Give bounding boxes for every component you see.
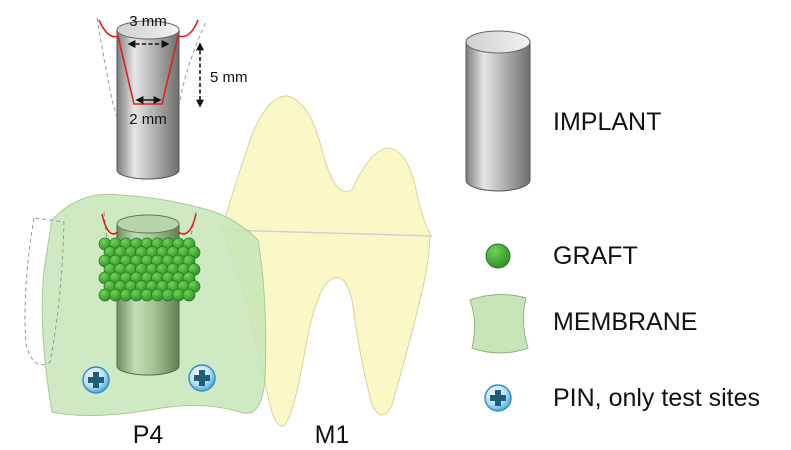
m1-tooth xyxy=(221,95,431,427)
legend-implant-swatch xyxy=(465,30,531,192)
graft-cluster xyxy=(98,237,201,302)
legend: IMPLANT GRAFT MEMBRANE PIN, only test si… xyxy=(465,30,760,412)
legend-implant-label: IMPLANT xyxy=(553,108,661,136)
legend-pin-label: PIN, only test sites xyxy=(553,384,760,412)
m1-label: M1 xyxy=(315,421,350,449)
p4-label: P4 xyxy=(133,421,164,449)
top-implant-cap xyxy=(116,20,180,40)
p4-root-outline xyxy=(24,217,65,366)
top-implant-group: 3 mm 2 mm 5 mm xyxy=(96,13,248,180)
legend-graft-swatch xyxy=(485,243,511,269)
p4-implant-cap xyxy=(116,214,180,234)
bottom-width-label: 2 mm xyxy=(129,111,167,128)
m1-crown-line xyxy=(224,229,433,237)
p4-defect-outline xyxy=(101,213,197,235)
depth-label: 5 mm xyxy=(210,69,248,86)
legend-membrane-swatch xyxy=(469,294,529,354)
legend-pin-swatch xyxy=(484,384,512,412)
p4-implant-group xyxy=(98,211,201,376)
pin-left xyxy=(82,366,110,394)
top-width-label: 3 mm xyxy=(129,13,167,30)
top-defect-outline xyxy=(98,19,199,105)
legend-membrane-label: MEMBRANE xyxy=(553,308,697,336)
pin-right xyxy=(188,364,216,392)
legend-graft-label: GRAFT xyxy=(553,242,638,270)
graft-particle xyxy=(182,288,196,302)
